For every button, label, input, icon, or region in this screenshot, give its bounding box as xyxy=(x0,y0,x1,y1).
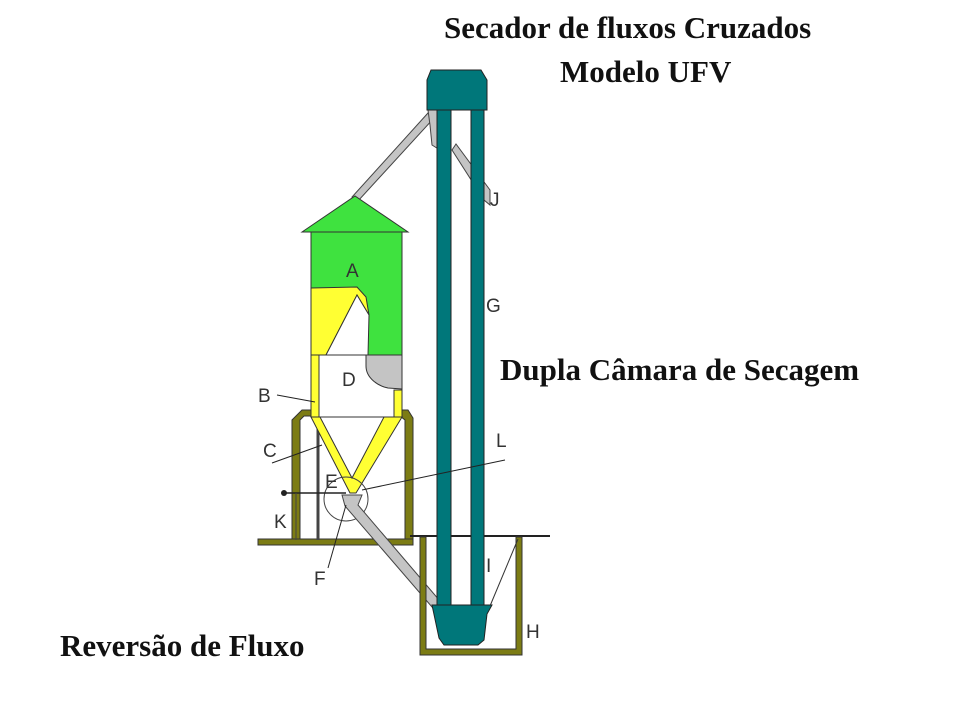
title-flow-reversal: Reversão de Fluxo xyxy=(60,628,305,663)
title-line2: Modelo UFV xyxy=(560,54,732,89)
title-double-chamber: Dupla Câmara de Secagem xyxy=(500,352,860,387)
dryer-roof xyxy=(300,195,410,233)
control-knob xyxy=(281,490,287,496)
top-spout xyxy=(351,109,491,207)
bucket-elevator-G xyxy=(426,69,493,646)
reversal-valve-circle xyxy=(323,476,369,522)
wall-right xyxy=(393,389,403,418)
label-D: D xyxy=(342,370,356,391)
label-B: B xyxy=(258,386,271,407)
hopper-C xyxy=(310,416,403,494)
wall-B-left xyxy=(310,354,320,418)
label-E: E xyxy=(325,472,338,493)
label-K: K xyxy=(274,512,287,533)
label-F: F xyxy=(314,569,326,590)
label-A: A xyxy=(346,261,359,282)
gray-deflector xyxy=(365,354,403,390)
discharge-chute-F xyxy=(341,494,447,615)
label-I: I xyxy=(486,556,491,577)
label-C: C xyxy=(263,441,277,462)
label-L: L xyxy=(496,431,507,452)
label-J: J xyxy=(490,190,500,211)
leader-lines xyxy=(271,394,506,569)
label-G: G xyxy=(486,296,501,317)
title-line1: Secador de fluxos Cruzados xyxy=(444,10,812,45)
pit-funnel-I xyxy=(489,538,519,607)
pit-H xyxy=(419,536,523,656)
label-H: H xyxy=(526,622,540,643)
